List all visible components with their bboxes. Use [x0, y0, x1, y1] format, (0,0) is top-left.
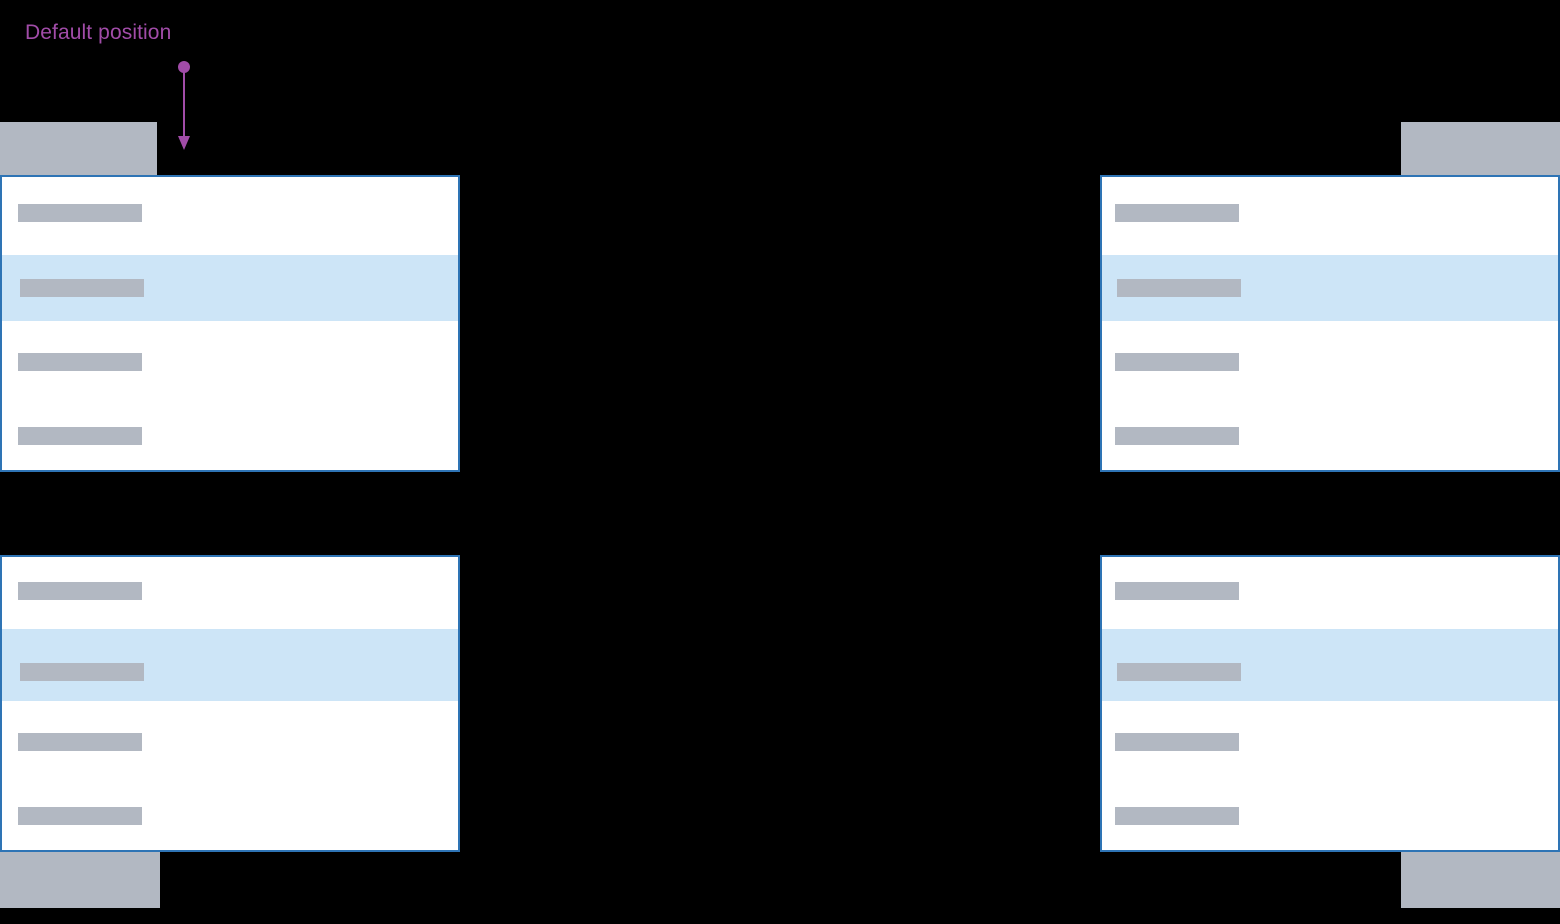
menu-row-list [1102, 557, 1558, 850]
menu-item-text-placeholder [1117, 663, 1241, 681]
bottom-left-edge-block [0, 852, 160, 908]
menu-item-2[interactable] [1102, 629, 1558, 701]
menu-item-text-placeholder [1115, 807, 1239, 825]
menu-item-text-placeholder [20, 663, 144, 681]
menu-item-text-placeholder [1115, 733, 1239, 751]
top-left-edge-block [0, 122, 157, 175]
menu-item-text-placeholder [1117, 279, 1241, 297]
flyout-panel-top-left[interactable] [0, 175, 460, 472]
menu-item-text-placeholder [1115, 582, 1239, 600]
menu-item-3[interactable] [1102, 701, 1558, 775]
flyout-panel-bottom-right[interactable] [1100, 555, 1560, 852]
menu-item-4[interactable] [2, 395, 458, 470]
menu-item-text-placeholder [18, 582, 142, 600]
menu-item-text-placeholder [18, 204, 142, 222]
menu-item-2[interactable] [1102, 255, 1558, 321]
menu-item-text-placeholder [20, 279, 144, 297]
menu-item-1[interactable] [1102, 557, 1558, 629]
menu-item-text-placeholder [1115, 353, 1239, 371]
bottom-right-edge-block [1401, 852, 1560, 908]
menu-item-4[interactable] [2, 775, 458, 850]
menu-item-text-placeholder [18, 807, 142, 825]
menu-item-2[interactable] [2, 629, 458, 701]
menu-item-text-placeholder [1115, 427, 1239, 445]
menu-item-text-placeholder [18, 427, 142, 445]
flyout-panel-top-right[interactable] [1100, 175, 1560, 472]
menu-item-text-placeholder [18, 353, 142, 371]
menu-row-list [2, 177, 458, 470]
menu-row-list [2, 557, 458, 850]
menu-item-4[interactable] [1102, 395, 1558, 470]
menu-item-4[interactable] [1102, 775, 1558, 850]
top-right-edge-block [1401, 122, 1560, 175]
menu-item-1[interactable] [2, 177, 458, 255]
menu-item-2[interactable] [2, 255, 458, 321]
menu-row-list [1102, 177, 1558, 470]
menu-item-1[interactable] [1102, 177, 1558, 255]
menu-item-text-placeholder [1115, 204, 1239, 222]
menu-item-3[interactable] [2, 701, 458, 775]
menu-item-text-placeholder [18, 733, 142, 751]
menu-item-3[interactable] [2, 321, 458, 395]
flyout-panel-bottom-left[interactable] [0, 555, 460, 852]
menu-item-3[interactable] [1102, 321, 1558, 395]
default-position-arrow-icon [178, 61, 190, 150]
default-position-label: Default position [25, 21, 172, 44]
menu-item-1[interactable] [2, 557, 458, 629]
